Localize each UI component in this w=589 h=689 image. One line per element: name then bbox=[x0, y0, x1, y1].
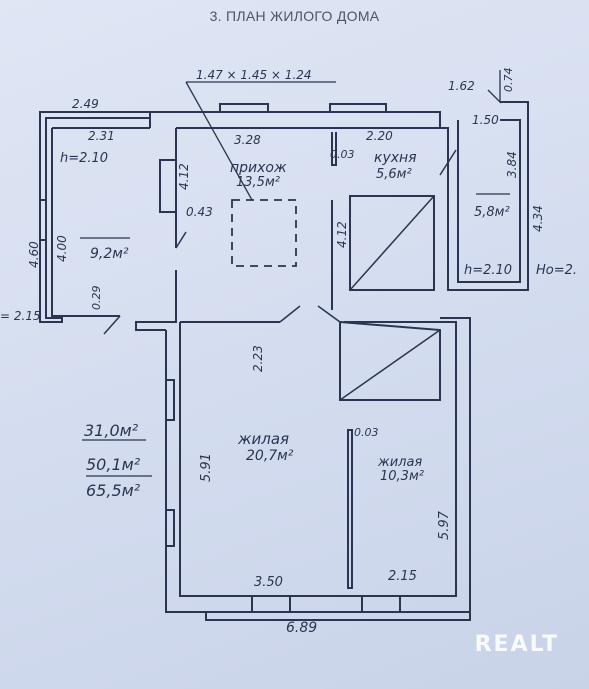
dim-2-31: 2.31 bbox=[88, 129, 115, 143]
hall-area: 13,5м² bbox=[236, 175, 280, 190]
plan-title: 3. ПЛАН ЖИЛОГО ДОМА bbox=[209, 8, 380, 24]
dim-0-43: 0.43 bbox=[186, 205, 213, 219]
window-size-note: 1.47 × 1.45 × 1.24 bbox=[196, 68, 312, 82]
dim-4-12-kitchen: 4.12 bbox=[335, 221, 349, 248]
dim-4-00: 4.00 bbox=[55, 235, 69, 262]
living2-name: жилая bbox=[377, 455, 422, 470]
kitchen-area: 5,6м² bbox=[376, 167, 412, 182]
stove bbox=[159, 159, 177, 213]
dim-2-15-bottom: 2.15 bbox=[388, 569, 417, 584]
total-area-3: 65,5м² bbox=[86, 481, 141, 500]
dim-3-84: 3.84 bbox=[505, 151, 519, 178]
dim-3-50: 3.50 bbox=[254, 575, 283, 590]
dim-0-03-mid: 0.03 bbox=[354, 426, 379, 439]
dim-5-97: 5.97 bbox=[437, 510, 452, 540]
realt-watermark: REALT bbox=[474, 632, 559, 657]
dim-4-60: 4.60 bbox=[27, 241, 41, 268]
dim-1-62: 1.62 bbox=[448, 79, 475, 93]
total-area-1: 31,0м² bbox=[84, 421, 139, 440]
total-area-2: 50,1м² bbox=[86, 455, 141, 474]
dim-4-34: 4.34 bbox=[531, 205, 545, 232]
living2-area: 10,3м² bbox=[380, 469, 424, 484]
dim-1-50: 1.50 bbox=[472, 113, 499, 127]
left-room-area: 9,2м² bbox=[90, 246, 129, 262]
living1-area: 20,7м² bbox=[246, 448, 294, 464]
dim-2-20: 2.20 bbox=[366, 129, 393, 143]
height-mark: Hо=2. bbox=[536, 263, 577, 278]
dim-0-74: 0.74 bbox=[502, 68, 515, 93]
right-room-area: 5,8м² bbox=[474, 205, 510, 220]
dim-3-28: 3.28 bbox=[234, 133, 261, 147]
dim-0-03-top: 0.03 bbox=[330, 148, 355, 161]
dim-4-12-hall: 4.12 bbox=[177, 163, 191, 190]
kitchen-name: кухня bbox=[374, 150, 417, 166]
dim-6-89: 6.89 bbox=[286, 620, 317, 636]
dim-2-23: 2.23 bbox=[251, 345, 265, 372]
height-right-room: h=2.10 bbox=[464, 263, 512, 278]
dim-0-29: 0.29 bbox=[90, 286, 103, 311]
window-top-2 bbox=[329, 103, 387, 112]
height-left-room: h=2.10 bbox=[60, 151, 108, 166]
window-top-1 bbox=[219, 103, 269, 112]
dim-2-49: 2.49 bbox=[72, 97, 99, 111]
dim-2-15-left: = 2.15 bbox=[0, 309, 41, 323]
hall-name: прихож bbox=[230, 160, 287, 176]
dim-5-91: 5.91 bbox=[199, 453, 214, 482]
living1-name: жилая bbox=[237, 430, 289, 448]
